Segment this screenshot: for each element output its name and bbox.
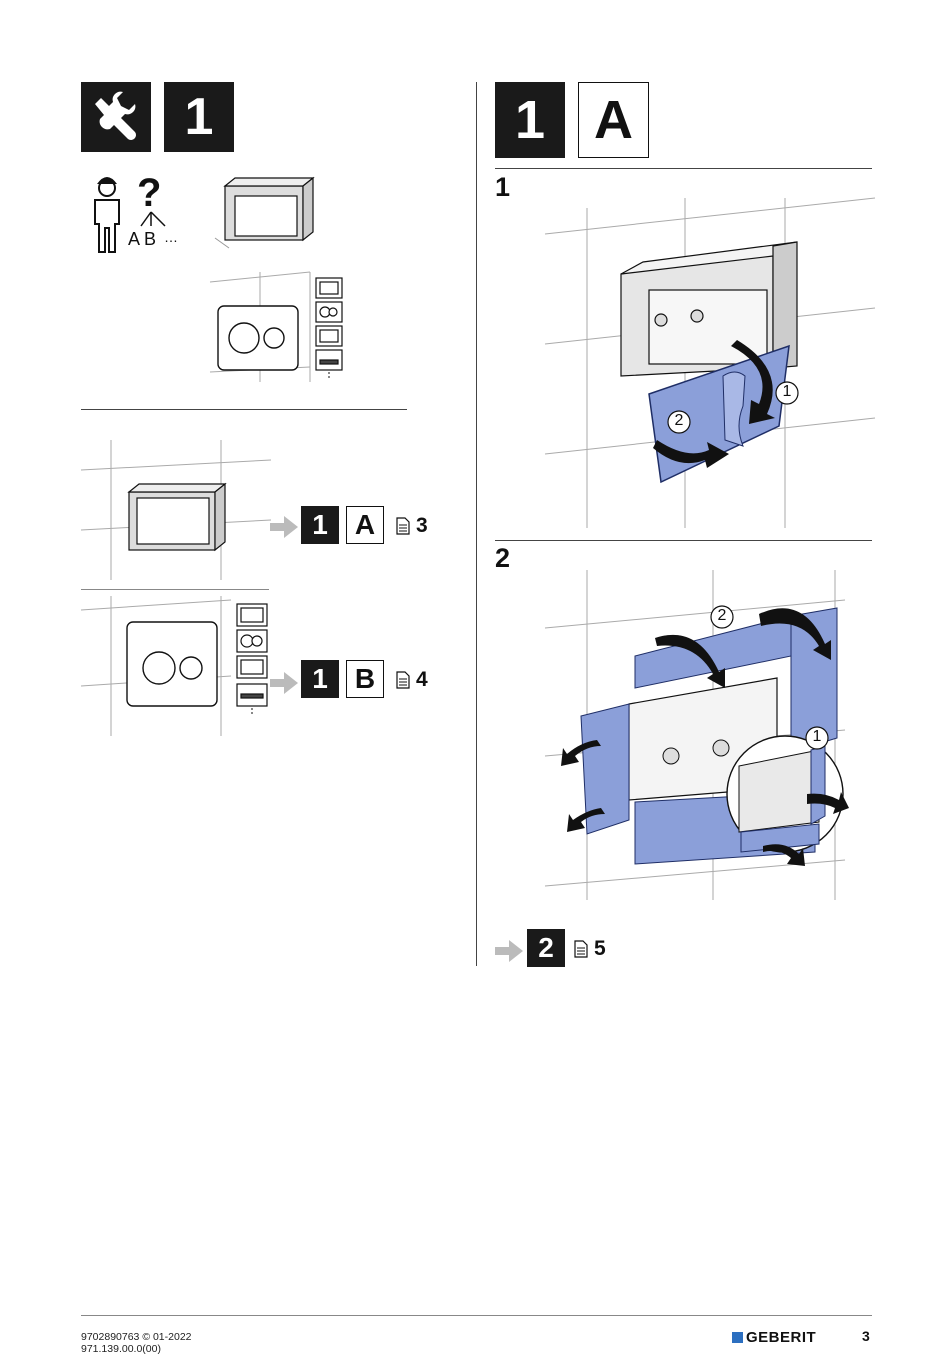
- option-b-page-ref[interactable]: 4: [396, 668, 428, 692]
- section-divider: [495, 168, 872, 169]
- section-divider: [495, 540, 872, 541]
- wrench-icon: [95, 91, 136, 140]
- tools-icon-box: [81, 82, 151, 152]
- callout-2-number: 2: [717, 607, 727, 624]
- document-number: 9702890763 © 01-2022: [81, 1331, 192, 1343]
- document-icon: [574, 940, 588, 958]
- step-number: 1: [184, 88, 214, 146]
- substep-1-label: 1: [495, 172, 511, 202]
- substep-2-label: 2: [495, 543, 511, 573]
- footer-rule: [81, 1315, 872, 1316]
- option-b-illustration: [80, 596, 268, 736]
- svg-text:?: ?: [137, 171, 161, 215]
- callout-2-circle: [710, 605, 734, 629]
- callout-1-number: 1: [782, 383, 792, 400]
- document-icon: [396, 671, 410, 689]
- concealed-cistern-box-illustration: [214, 176, 315, 249]
- variant-letter-box: A: [578, 82, 649, 158]
- step2-unfold-protective-flaps-illustration: [544, 570, 849, 900]
- left-divider-2: [81, 589, 269, 590]
- callout-1-number: 1: [812, 728, 822, 745]
- option-a-illustration: [80, 440, 272, 580]
- arrow-right-icon: [495, 940, 523, 962]
- brand-logo: GEBERIT: [732, 1329, 816, 1346]
- option-b-letter-box: B: [346, 660, 384, 698]
- brand-name: GEBERIT: [746, 1329, 817, 1346]
- option-a-letter-box: A: [346, 506, 384, 544]
- document-icon: [396, 517, 410, 535]
- callout-2-circle: [667, 410, 691, 434]
- document-code: 971.139.00.0(00): [81, 1343, 161, 1355]
- brand-square-icon: [732, 1332, 743, 1343]
- step1-remove-protective-cover-illustration: [544, 197, 876, 528]
- option-b-step-box: 1: [301, 660, 339, 698]
- callout-1-circle: [775, 381, 799, 405]
- option-a-page-ref[interactable]: 3: [396, 514, 428, 538]
- callout-1-circle: [805, 726, 829, 750]
- callout-2-number: 2: [674, 412, 684, 429]
- next-step-box: 2: [527, 929, 565, 967]
- arrow-right-icon: [270, 672, 298, 694]
- variant-labels: A B: [128, 229, 157, 249]
- next-step-page-ref[interactable]: 5: [574, 937, 606, 961]
- flush-plate-options-illustration: [209, 271, 343, 382]
- variant-ellipsis: …: [164, 229, 178, 245]
- arrow-right-icon: [270, 516, 298, 538]
- option-a-step-box: 1: [301, 506, 339, 544]
- installer-question-icon: ?: [94, 171, 166, 253]
- column-divider: [476, 82, 477, 966]
- step-number-box: 1: [495, 82, 565, 158]
- step-number-box: 1: [164, 82, 234, 152]
- page-number: 3: [862, 1328, 870, 1344]
- left-divider: [81, 409, 407, 410]
